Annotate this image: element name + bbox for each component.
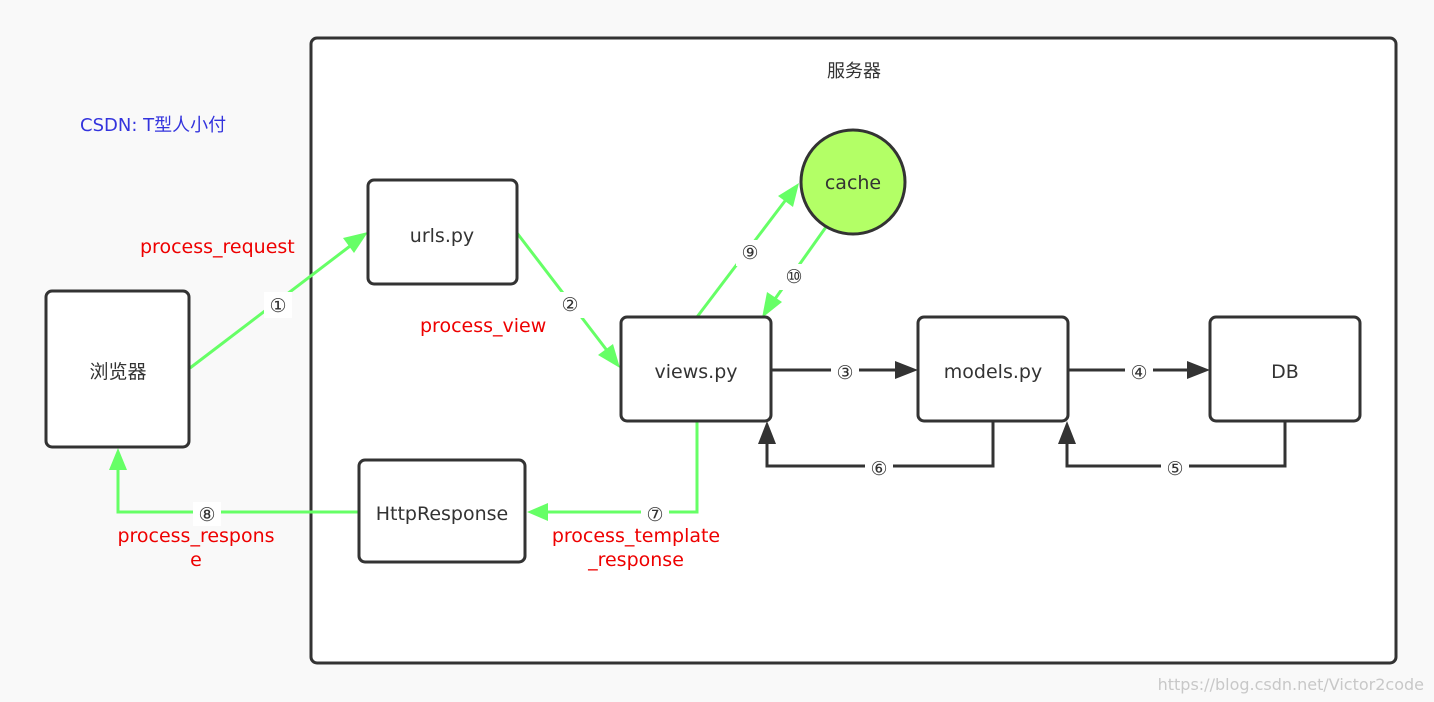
arrow-7-line [540,421,699,514]
models-label: models.py [944,361,1042,383]
arrow-1-head [343,232,368,253]
step-10-label: ⑩ [785,266,802,288]
arrow-8-line [116,462,359,514]
arrow-8-head [109,448,127,470]
hook-process-response-2: e [190,549,202,571]
views-label: views.py [655,361,738,383]
step-8-label: ⑧ [198,504,215,526]
db-label: DB [1271,361,1299,383]
arrow-10-head [762,292,782,318]
urls-label: urls.py [410,225,474,247]
credit-text: CSDN: T型人小付 [80,115,226,136]
arrow-2-head [598,344,620,368]
urls-node [366,178,519,286]
hook-process-view: process_view [420,315,546,337]
views-node [619,315,773,423]
cache-node [799,128,907,236]
http-response-label: HttpResponse [376,503,509,525]
watermark-text: https://blog.csdn.net/Victor2code [1158,675,1424,694]
step-1-label: ① [269,295,286,317]
http-response-node [357,458,527,564]
hook-process-template-response-1: process_template [552,525,720,547]
step-5-label: ⑤ [1166,458,1183,480]
step-6-label: ⑥ [870,458,887,480]
arrow-5-head [1058,421,1076,444]
arrow-6-head [758,421,776,444]
cache-label: cache [825,172,881,194]
arrow-4-head [1187,361,1210,379]
server-label: 服务器 [827,61,881,82]
browser-node [44,289,191,449]
arrow-3-head [895,361,918,379]
step-3-label: ③ [836,362,853,384]
browser-label: 浏览器 [89,361,146,383]
models-node [916,315,1070,423]
db-node [1208,315,1362,423]
step-9-label: ⑨ [741,242,758,264]
arrow-7-head [527,503,548,521]
step-2-label: ② [561,294,578,316]
server-container [309,36,1398,665]
step-7-label: ⑦ [646,504,663,526]
hook-process-response-1: process_respons [117,525,274,547]
step-4-label: ④ [1130,362,1147,384]
hook-process-template-response-2: _response [587,549,684,571]
arrow-9-head [778,183,799,207]
hook-process-request: process_request [140,236,295,258]
